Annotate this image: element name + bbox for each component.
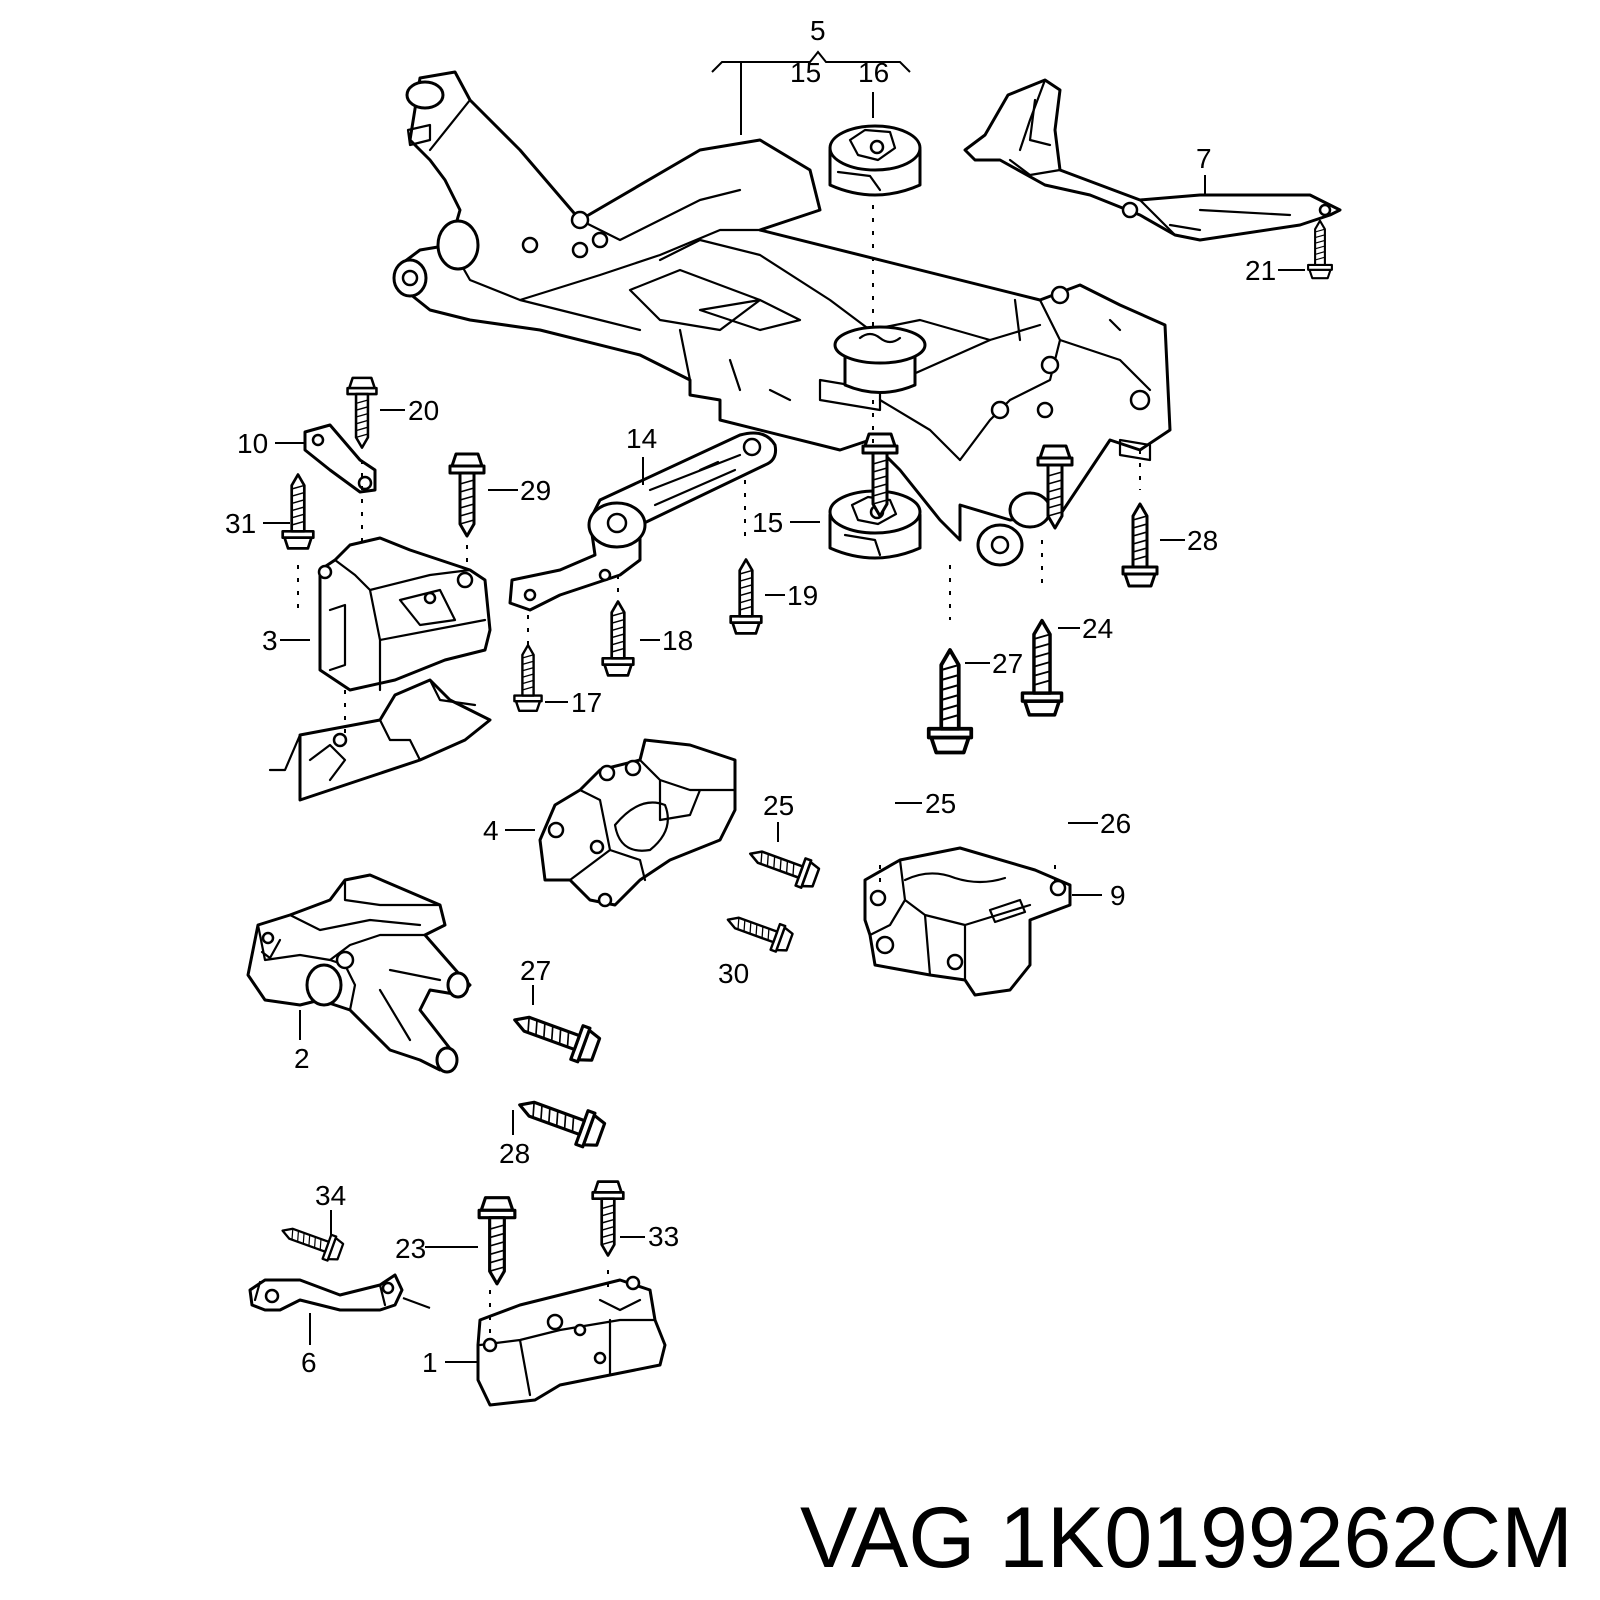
callout-25-right: 25 — [925, 788, 956, 819]
callout-29: 29 — [520, 475, 551, 506]
leader-lines — [263, 50, 1305, 1363]
callout-27-left: 27 — [520, 955, 551, 986]
callout-10: 10 — [237, 428, 268, 459]
bolt-24 — [1020, 618, 1064, 717]
bolt-25-angled — [744, 838, 822, 893]
callout-34: 34 — [315, 1180, 346, 1211]
bolt-27-vertical — [926, 648, 974, 755]
callout-15: 15 — [752, 507, 783, 538]
bolt-20 — [346, 376, 378, 449]
part-number-label: 1K0199262CM — [999, 1490, 1573, 1586]
callout-15-top: 15 — [790, 57, 821, 88]
callout-17: 17 — [571, 687, 602, 718]
callout-19: 19 — [787, 580, 818, 611]
callout-1: 1 — [422, 1347, 438, 1378]
callout-14: 14 — [626, 423, 657, 454]
bracket-4 — [538, 738, 737, 908]
callout-27-right: 27 — [992, 648, 1023, 679]
callout-2: 2 — [294, 1043, 310, 1074]
callout-18: 18 — [662, 625, 693, 656]
callout-7: 7 — [1196, 143, 1212, 174]
callout-28-left: 28 — [499, 1138, 530, 1169]
bolt-19 — [729, 558, 763, 635]
engine-mount-3 — [268, 536, 492, 802]
bolt-34 — [277, 1217, 346, 1265]
bolt-28-vertical — [1121, 502, 1159, 588]
bracket-7 — [963, 78, 1342, 242]
callout-24: 24 — [1082, 613, 1113, 644]
bolt-33 — [591, 1180, 625, 1257]
callout-21: 21 — [1245, 255, 1276, 286]
callout-3: 3 — [262, 625, 278, 656]
callout-20: 20 — [408, 395, 439, 426]
bracket-2 — [246, 873, 472, 1074]
subframe — [392, 70, 1172, 567]
callout-4: 4 — [483, 815, 499, 846]
transmission-mount-9 — [863, 846, 1072, 997]
callout-5: 5 — [810, 15, 826, 46]
callout-16: 16 — [858, 57, 889, 88]
callout-23: 23 — [395, 1233, 426, 1264]
bolt-27-angled — [507, 1001, 604, 1068]
bracket-10 — [303, 423, 377, 494]
part-number-caption: VAG 1K0199262CM — [800, 1488, 1590, 1588]
callout-33: 33 — [648, 1221, 679, 1252]
callout-31: 31 — [225, 508, 256, 539]
torque-arm-14 — [508, 431, 777, 612]
bolt-17 — [513, 644, 543, 712]
bolt-18 — [601, 600, 635, 677]
bolt-23 — [477, 1196, 517, 1286]
bolt-30 — [722, 905, 796, 957]
brand-label: VAG — [800, 1490, 976, 1586]
bracket-6 — [248, 1273, 404, 1312]
callout-28-right: 28 — [1187, 525, 1218, 556]
callout-30: 30 — [718, 958, 749, 989]
subframe-bushing-top — [833, 325, 927, 394]
bolt-29 — [448, 452, 486, 538]
callout-25-left: 25 — [763, 790, 794, 821]
callout-6: 6 — [301, 1347, 317, 1378]
bushing-16 — [828, 124, 922, 197]
bolt-31 — [281, 473, 315, 550]
bolt-21 — [1307, 219, 1333, 280]
callout-labels: 5 15 16 7 21 20 10 14 29 31 15 28 19 24 … — [225, 15, 1276, 1378]
callout-9: 9 — [1110, 880, 1126, 911]
mount-1 — [476, 1275, 667, 1407]
callout-26: 26 — [1100, 808, 1131, 839]
